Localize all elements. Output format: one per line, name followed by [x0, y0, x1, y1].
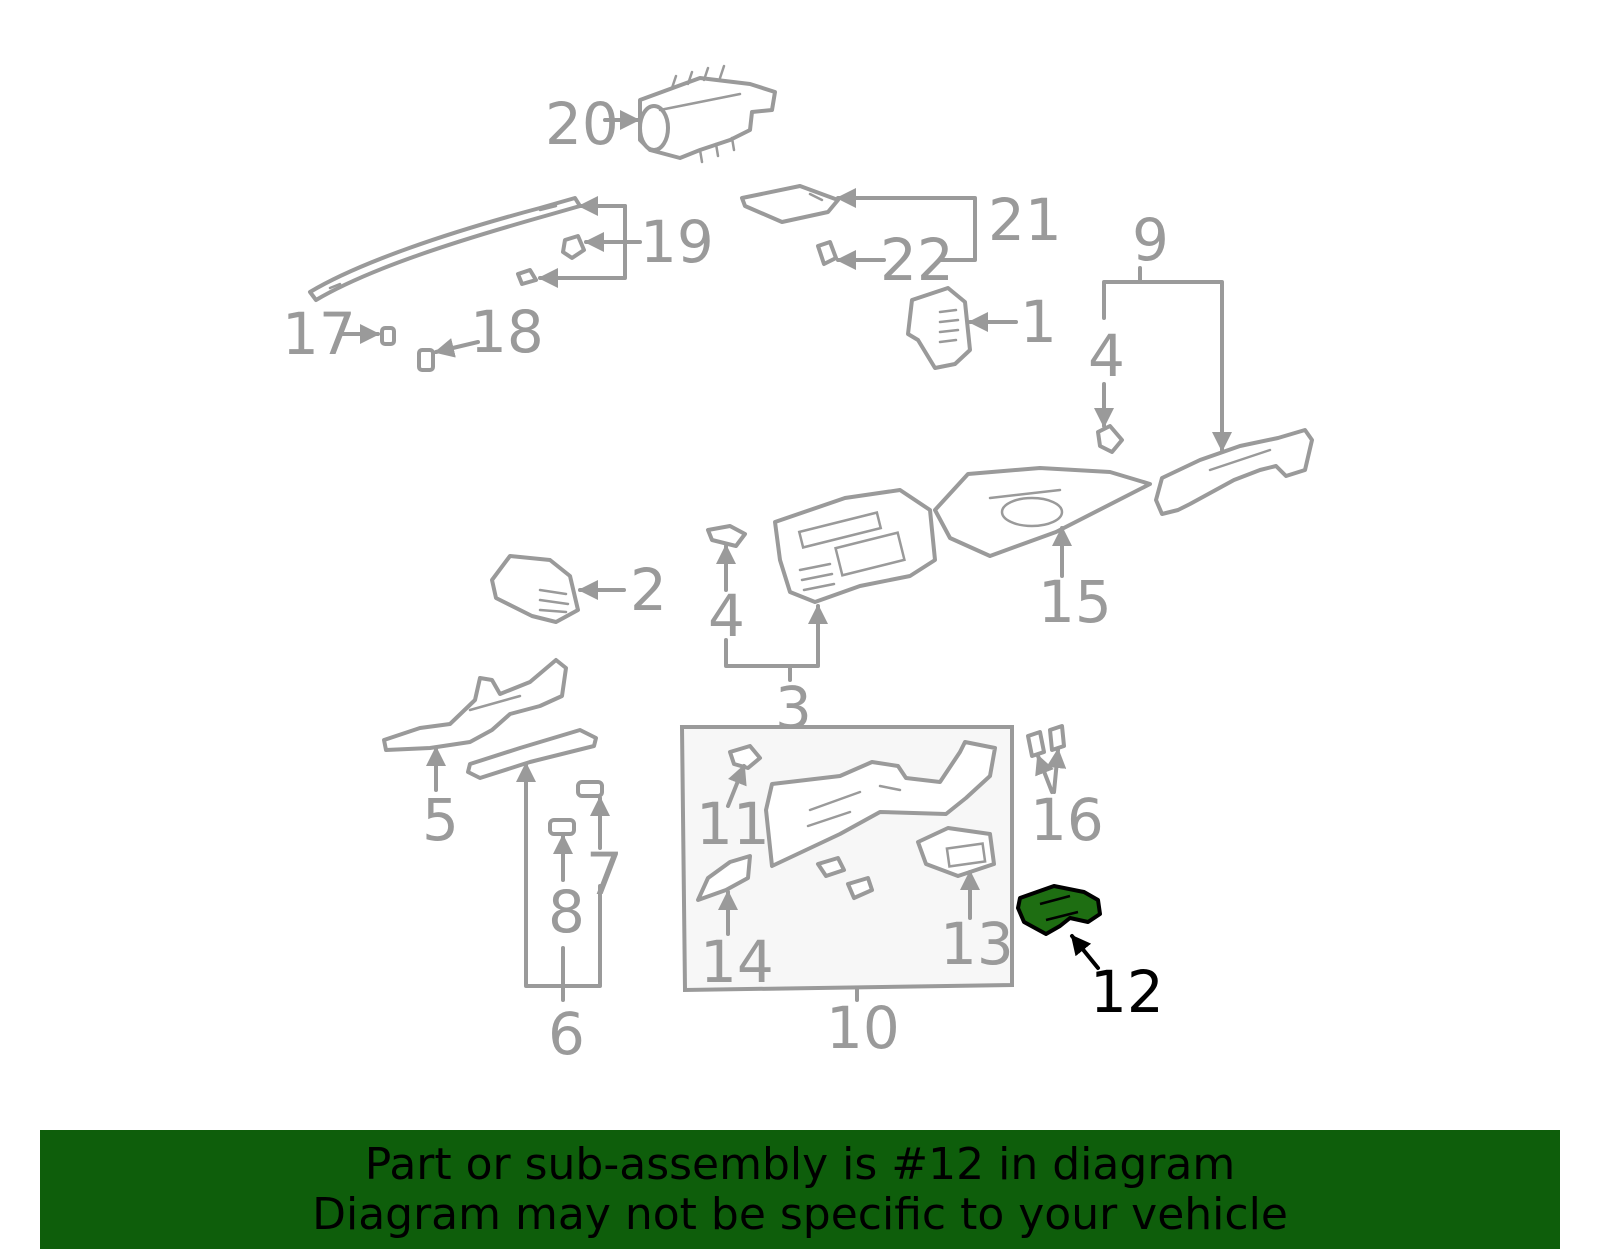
- part-18-clip: [417, 348, 435, 372]
- info-banner: Part or sub-assembly is #12 in diagram D…: [40, 1130, 1560, 1249]
- part-20-airbag: [638, 64, 777, 164]
- part-4-clip-right: [1096, 424, 1124, 454]
- part-14-cover: [696, 854, 752, 902]
- part-21-cover: [740, 184, 840, 224]
- callout-8: 8: [548, 878, 585, 946]
- banner-line-2: Diagram may not be specific to your vehi…: [312, 1189, 1288, 1240]
- part-3-cluster-panel: [773, 488, 937, 604]
- callout-4-left: 4: [708, 582, 745, 650]
- part-1-vent: [906, 286, 972, 370]
- part-7-clip: [576, 780, 604, 798]
- callout-13: 13: [940, 910, 1014, 978]
- part-19-clip: [516, 234, 586, 286]
- callout-16: 16: [1030, 786, 1104, 854]
- part-9-duct: [1154, 428, 1314, 516]
- callout-14: 14: [700, 928, 774, 996]
- part-10-small-clips: [816, 856, 874, 900]
- part-10-lower-panel: [764, 740, 997, 868]
- callout-12[interactable]: 12: [1090, 958, 1164, 1026]
- callout-labels: 20 19 17 18 21 22 1 9 4 15 2 4 3 5 7 8 6…: [282, 90, 1169, 1068]
- callout-7: 7: [586, 840, 623, 908]
- callout-2: 2: [630, 556, 667, 624]
- callout-4-right: 4: [1088, 322, 1125, 390]
- callout-3: 3: [775, 674, 812, 742]
- part-6-rail: [466, 728, 598, 780]
- leader-lines: [340, 110, 1232, 1002]
- callout-21: 21: [988, 186, 1062, 254]
- part-15-tray: [933, 466, 1152, 558]
- part-13-box: [916, 826, 996, 878]
- callout-15: 15: [1038, 568, 1112, 636]
- part-2-vent: [490, 554, 580, 624]
- callout-1: 1: [1020, 288, 1057, 356]
- callout-10: 10: [826, 994, 900, 1062]
- part-5-bracket: [382, 658, 568, 752]
- part-8-clip: [548, 818, 576, 836]
- part-16-clips: [1026, 724, 1066, 758]
- part-17-clip: [380, 326, 396, 346]
- callout-20: 20: [545, 90, 619, 158]
- banner-line-1: Part or sub-assembly is #12 in diagram: [364, 1139, 1236, 1190]
- callout-19: 19: [640, 208, 714, 276]
- callout-22: 22: [880, 226, 954, 294]
- callout-5: 5: [422, 786, 459, 854]
- part-12-highlighted[interactable]: [1016, 884, 1102, 936]
- callout-9: 9: [1132, 206, 1169, 274]
- callout-17: 17: [282, 300, 356, 368]
- part-22-clip: [816, 240, 838, 266]
- part-4-clip-left: [706, 524, 747, 548]
- callout-11: 11: [696, 790, 770, 858]
- callout-6: 6: [548, 1000, 585, 1068]
- callout-18: 18: [470, 298, 544, 366]
- part-17-defroster-trim: [308, 196, 582, 302]
- part-11-clip: [728, 744, 762, 770]
